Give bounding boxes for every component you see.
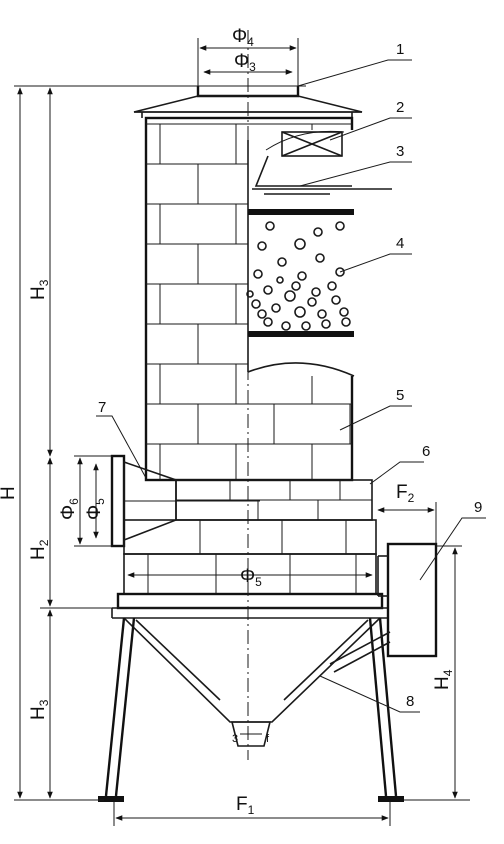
callout-numbers: 1 2 3 4 5 6 7 8 9 (98, 41, 482, 710)
flue-gas-inlet (110, 454, 260, 548)
callout-2: 2 (396, 99, 404, 116)
svg-text:f: f (266, 733, 270, 745)
dim-phi5-horizontal: Φ5 (240, 566, 262, 589)
callout-3: 3 (396, 143, 404, 160)
dim-H: H (0, 486, 19, 500)
demister (254, 131, 352, 187)
support-legs (98, 617, 404, 802)
dim-phi6: Φ6 (58, 498, 81, 520)
callout-4: 4 (396, 235, 404, 252)
side-equipment (329, 542, 438, 673)
callout-1: 1 (396, 41, 404, 58)
dim-H2: H2 (28, 539, 51, 560)
callout-9: 9 (474, 499, 482, 516)
packing-layer (246, 209, 354, 337)
dim-phi5-vertical: Φ5 (84, 498, 107, 520)
ash-hopper-cone: 3 f (123, 617, 381, 747)
svg-text:3: 3 (232, 733, 238, 745)
callout-leaders (96, 59, 486, 713)
dim-H3-upper: H3 (28, 279, 51, 300)
callout-8: 8 (406, 693, 414, 710)
dim-F1: F1 (236, 794, 255, 817)
dimension-lines (14, 30, 470, 826)
callout-7: 7 (98, 399, 106, 416)
dimension-labels: Φ4 Φ3 Φ5 Φ6 Φ5 H H3 H2 H3 H4 F1 F2 (0, 26, 455, 817)
callout-6: 6 (422, 443, 430, 460)
dim-F2: F2 (396, 482, 415, 505)
dim-H4: H4 (432, 669, 455, 690)
dim-H3-lower: H3 (28, 699, 51, 720)
callout-5: 5 (396, 387, 404, 404)
dim-phi4: Φ4 (232, 26, 254, 49)
dim-phi3: Φ3 (234, 51, 256, 74)
spray-pipe (252, 188, 392, 195)
